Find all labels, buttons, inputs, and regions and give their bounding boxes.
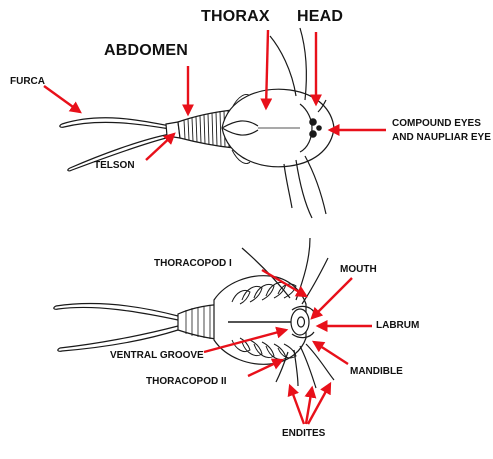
arrow-mandible bbox=[314, 342, 348, 364]
antenna-lower-2 bbox=[305, 156, 326, 214]
label-mouth: MOUTH bbox=[340, 264, 377, 275]
furca-upper-ramus bbox=[60, 118, 170, 129]
label-abdomen: ABDOMEN bbox=[104, 42, 188, 60]
label-head: HEAD bbox=[297, 8, 343, 26]
label-endites: ENDITES bbox=[282, 428, 325, 439]
antenna-upper-2 bbox=[300, 28, 306, 100]
label-thorax: THORAX bbox=[201, 8, 270, 26]
nauplius-eye bbox=[317, 126, 321, 130]
label-labrum: LABRUM bbox=[376, 320, 419, 331]
arrow-endites-1 bbox=[290, 386, 304, 424]
arrow-telson bbox=[146, 134, 174, 160]
compound-eye-lower bbox=[310, 131, 316, 137]
antenna-lower-1 bbox=[296, 160, 312, 218]
label-furca: FURCA bbox=[10, 76, 45, 87]
v-furca-upper bbox=[54, 304, 178, 320]
label-mandible: MANDIBLE bbox=[350, 366, 403, 377]
label-compound-eyes-line2: AND NAUPLIAR EYE bbox=[392, 132, 491, 143]
label-arrows bbox=[44, 30, 386, 424]
label-thoracopod-2: THORACOPOD II bbox=[146, 376, 227, 387]
dorsal-view-drawing bbox=[60, 28, 334, 218]
v-furca-lower bbox=[58, 326, 178, 351]
label-compound-eyes-line1: COMPOUND EYES bbox=[392, 118, 481, 129]
compound-eye-upper bbox=[310, 119, 316, 125]
label-ventral-groove: VENTRAL GROOVE bbox=[110, 350, 204, 361]
arrow-mouth bbox=[312, 278, 352, 318]
arrow-furca bbox=[44, 86, 80, 112]
v-mouth bbox=[298, 317, 305, 327]
label-thoracopod-1: THORACOPOD I bbox=[154, 258, 232, 269]
antenna-upper-1 bbox=[270, 36, 296, 96]
v-antenna-lower-2 bbox=[306, 344, 334, 380]
v-antenna-upper-3 bbox=[302, 258, 328, 304]
antenna-lower-3 bbox=[284, 164, 292, 208]
label-telson: TELSON bbox=[94, 160, 135, 171]
